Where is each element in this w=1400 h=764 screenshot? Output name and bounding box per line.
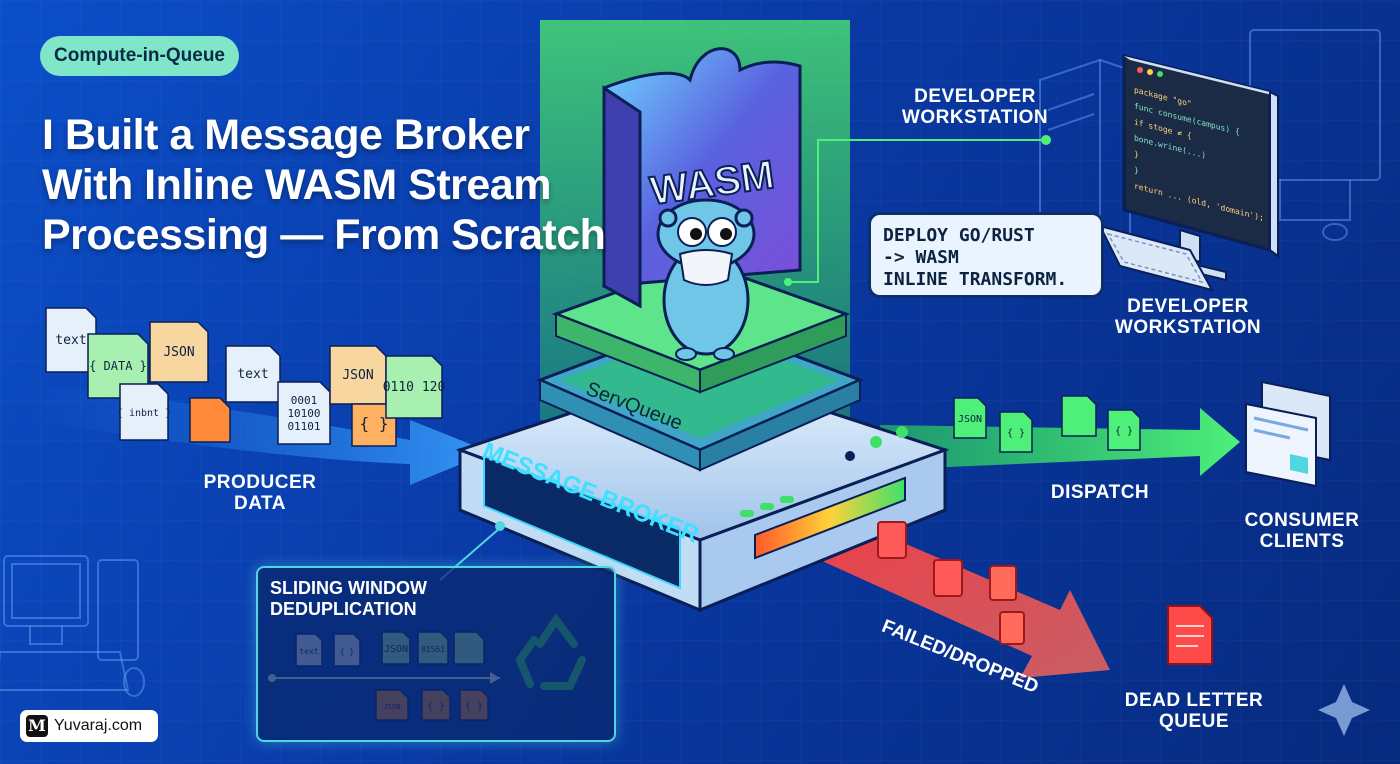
page-title: I Built a Message Broker With Inline WAS… (42, 110, 606, 260)
code-line: } (1134, 164, 1139, 175)
developer-connector-line (788, 139, 1046, 283)
title-line-2: With Inline WASM Stream (42, 161, 551, 209)
producer-file-icon (189, 397, 231, 443)
producer-file-icon: { } (351, 403, 397, 447)
producer-label: PRODUCER DATA (200, 472, 320, 514)
file-label: 0110 120 (383, 380, 446, 395)
bubble-line: INLINE TRANSFORM. (883, 269, 1068, 290)
file-label: { } (1007, 428, 1025, 439)
file-label: { DATA } (89, 359, 147, 373)
title-line-1: I Built a Message Broker (42, 111, 530, 159)
producer-file-icon: { inbnt } (117, 383, 171, 441)
developer-label-top: DEVELOPER WORKSTATION (900, 86, 1050, 128)
dedup-title-line: SLIDING WINDOW (270, 578, 427, 598)
dedup-title: SLIDING WINDOW DEDUPLICATION (270, 578, 427, 620)
file-label: { inbnt } (117, 408, 171, 419)
consumer-label-line: CLIENTS (1259, 531, 1345, 552)
producer-file-icon: text (225, 345, 281, 403)
sparkle-icon (1318, 684, 1370, 736)
bubble-line: DEPLOY GO/RUST (883, 225, 1035, 246)
dispatch-arrow (880, 408, 1240, 476)
footer-brand[interactable]: M Yuvaraj.com (20, 710, 158, 742)
consumer-label-line: CONSUMER (1244, 510, 1360, 531)
dedup-title-line: DEDUPLICATION (270, 599, 417, 619)
file-label: text (237, 367, 268, 382)
file-label: 01101 (287, 420, 320, 433)
producer-label-line: PRODUCER (203, 472, 317, 493)
dispatch-file-icon: JSON (953, 397, 987, 439)
dead-letter-label-line: DEAD LETTER (1124, 690, 1264, 711)
developer-label-line: WORKSTATION (901, 107, 1049, 128)
connector-dot (784, 278, 792, 286)
producer-file-icon: JSON (329, 345, 387, 405)
failed-arrow (820, 520, 1110, 678)
footer-site: Yuvaraj.com (54, 717, 143, 734)
bubble-line: -> WASM (883, 247, 959, 268)
file-label: { } (1115, 426, 1133, 437)
consumer-label: CONSUMER CLIENTS (1232, 510, 1372, 552)
developer-label-line: DEVELOPER (914, 86, 1036, 107)
title-line-3: Processing — From Scratch (42, 211, 606, 259)
dedup-panel: SLIDING WINDOW DEDUPLICATION (256, 566, 616, 742)
gopher-mascot-icon (656, 198, 756, 361)
developer-label-line: WORKSTATION (1114, 317, 1262, 338)
dispatch-files: JSON { } { } (953, 395, 1141, 453)
dead-letter-label: DEAD LETTER QUEUE (1114, 690, 1274, 732)
developer-monitor-icon: package "go"func consume(campus) { if st… (1122, 54, 1279, 282)
file-label: 10100 (287, 407, 320, 420)
dispatch-file-icon: { } (999, 411, 1033, 453)
deploy-speech-bubble: DEPLOY GO/RUST -> WASM INLINE TRANSFORM. (868, 212, 1104, 298)
connector-dot (1041, 135, 1051, 145)
connector-dot (495, 521, 505, 531)
file-label: 0001 (291, 394, 318, 407)
file-label: JSON (163, 345, 194, 360)
producer-label-line: DATA (234, 493, 286, 514)
dispatch-file-icon: { } (1107, 409, 1141, 451)
file-label: { } (360, 414, 389, 433)
topic-badge: Compute-in-Queue (40, 36, 239, 76)
medium-logo-icon: M (26, 715, 48, 737)
file-label: JSON (342, 368, 373, 383)
file-label: JSON (958, 414, 982, 425)
code-line: } (1134, 148, 1139, 159)
producer-files: text{ DATA }JSON{ inbnt }text00011010001… (45, 307, 446, 447)
producer-file-icon: { DATA } (87, 333, 149, 399)
consumer-clients-icon (1245, 380, 1331, 488)
dispatch-file-icon (1061, 395, 1097, 437)
developer-label-line: DEVELOPER (1127, 296, 1249, 317)
file-label: text (55, 333, 86, 348)
producer-file-icon: 0110 120 (383, 355, 446, 419)
dead-letter-label-line: QUEUE (1158, 711, 1230, 732)
dropped-files-icon (877, 521, 1025, 645)
producer-file-icon: JSON (149, 321, 209, 383)
dead-letter-file-icon (1167, 605, 1213, 665)
developer-keyboard-icon (1098, 224, 1214, 292)
background-computer-icon (0, 555, 145, 697)
developer-label-bottom: DEVELOPER WORKSTATION (1108, 296, 1268, 338)
dispatch-label: DISPATCH (1050, 482, 1150, 503)
